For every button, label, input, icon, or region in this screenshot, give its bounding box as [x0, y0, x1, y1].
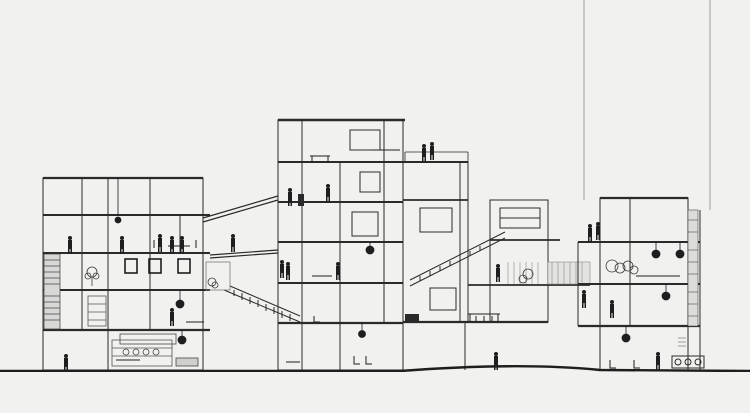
left-kitchen — [119, 333, 199, 367]
ground-line — [0, 365, 750, 373]
left-stair-box — [43, 253, 61, 330]
tower-window-2 — [349, 129, 381, 151]
rc-outline — [489, 199, 549, 323]
tower-window-3 — [351, 211, 379, 237]
tower-window-1 — [359, 171, 381, 193]
ground-fill — [0, 372, 750, 413]
tower-dark-column — [298, 194, 304, 206]
right-counter — [671, 355, 705, 369]
center-diagonal-stair — [223, 285, 301, 323]
left-stair-hatch — [43, 253, 61, 330]
small-annotation-marks — [678, 337, 686, 347]
left-bridge-ramp — [202, 195, 279, 259]
left-shelving — [87, 295, 173, 367]
person-figure-icon — [64, 142, 660, 372]
cr-dark-footing — [405, 314, 419, 322]
cr-upper-window — [419, 207, 453, 233]
right-wall-hatch — [687, 209, 699, 327]
rc-hatched-screen — [507, 261, 591, 285]
table-icon — [116, 149, 680, 363]
right-center-module — [468, 199, 590, 323]
pendant-lamp-icon — [114, 178, 685, 345]
picture-frame-icon — [124, 258, 191, 274]
cr-lower-window — [429, 287, 457, 311]
center-stair-opening — [205, 261, 231, 291]
top-terrace-railing — [404, 151, 469, 162]
right-diagonal-stair — [409, 231, 506, 287]
potted-plant-icon — [84, 259, 639, 289]
chair-icon — [153, 240, 640, 369]
